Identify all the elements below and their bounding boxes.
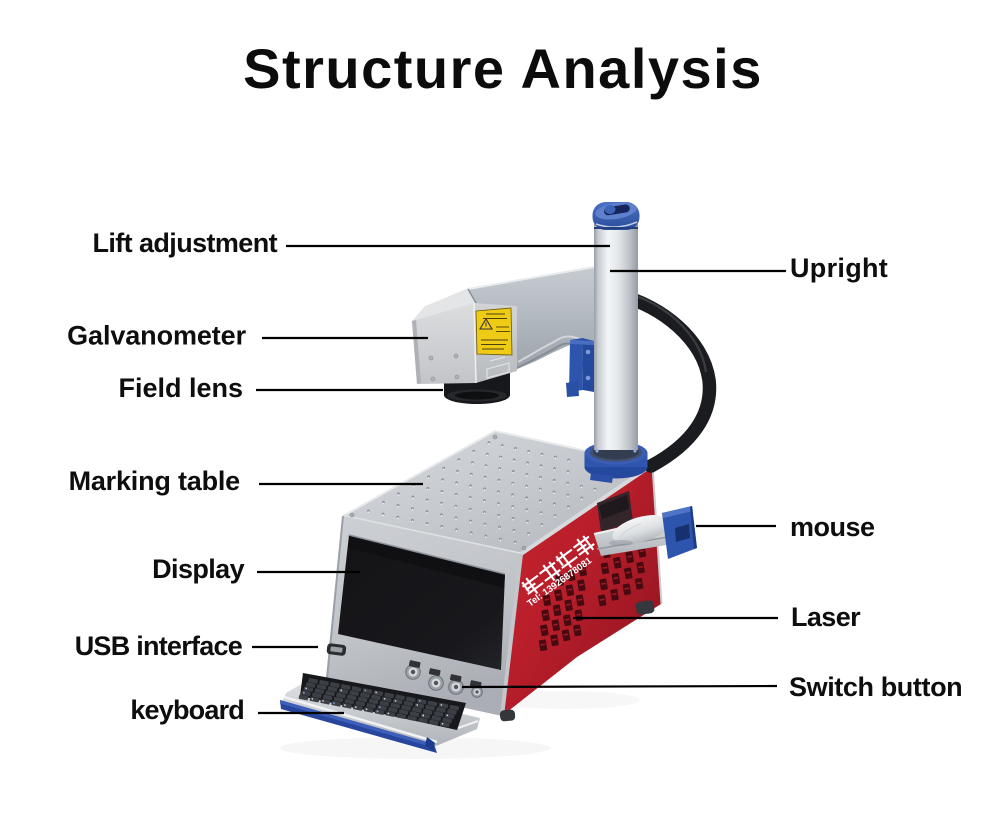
svg-text:USB interface: USB interface [75,631,243,661]
svg-text:Switch button: Switch button [789,672,962,702]
svg-text:Field lens: Field lens [118,373,243,403]
svg-text:Marking table: Marking table [69,466,241,496]
svg-text:Upright: Upright [790,253,888,283]
svg-text:Lift adjustment: Lift adjustment [93,228,278,258]
svg-text:Structure Analysis: Structure Analysis [243,37,763,100]
svg-text:keyboard: keyboard [130,695,244,725]
svg-text:Laser: Laser [791,602,861,632]
svg-text:Display: Display [152,554,244,584]
svg-text:mouse: mouse [790,512,875,542]
svg-text:Galvanometer: Galvanometer [67,321,246,351]
